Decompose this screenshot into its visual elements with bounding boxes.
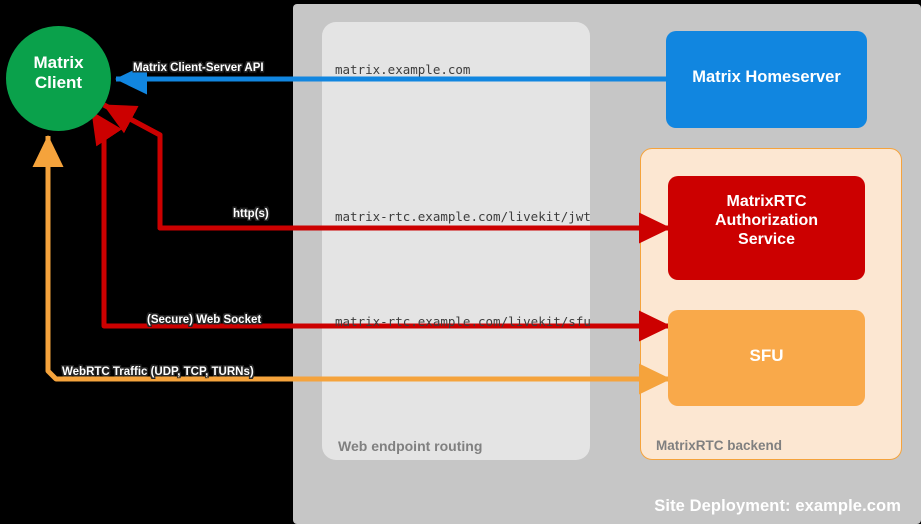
web-endpoint-routing-caption: Web endpoint routing: [338, 438, 483, 454]
node-sfu[interactable]: [668, 310, 865, 406]
node-matrix-client[interactable]: [6, 26, 111, 131]
node-matrixrtc-authorization-service[interactable]: [668, 176, 865, 280]
site-deployment-caption: Site Deployment: example.com: [654, 497, 901, 515]
edge-webrtc: [32, 134, 664, 382]
edge-websocket: [89, 110, 664, 329]
edge-jwt: [102, 102, 695, 244]
node-matrix-homeserver[interactable]: [666, 31, 867, 128]
matrixrtc-backend-caption: MatrixRTC backend: [656, 438, 783, 453]
edge-arrowheads-right: [639, 76, 672, 395]
